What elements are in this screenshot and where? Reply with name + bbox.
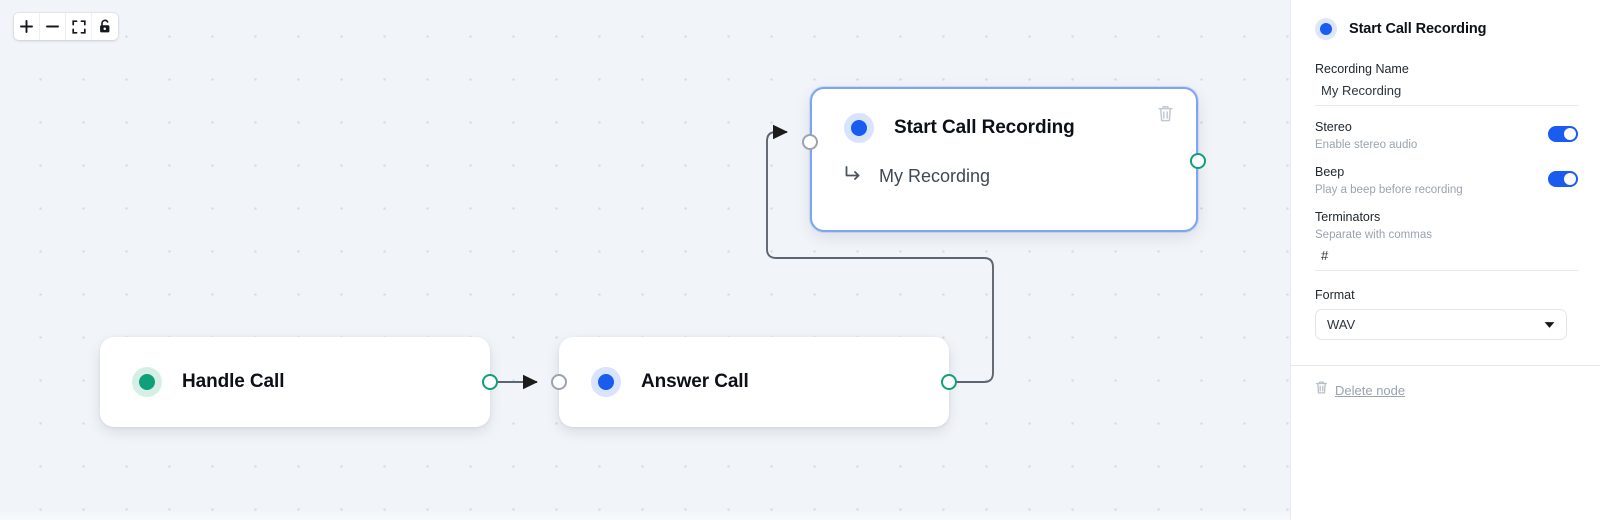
node-settings-panel: Start Call Recording Recording Name Ster… — [1290, 0, 1600, 520]
node-answer-call-target-handle[interactable] — [551, 374, 567, 390]
node-start-call-recording-source-handle[interactable] — [1190, 153, 1206, 169]
format-label: Format — [1315, 288, 1355, 302]
canvas-bottom-fade — [0, 510, 1290, 520]
beep-toggle[interactable] — [1548, 171, 1578, 187]
format-select[interactable]: WAV — [1315, 309, 1567, 340]
node-handle-call-row: Handle Call — [100, 337, 490, 427]
terminators-description: Separate with commas — [1315, 229, 1432, 241]
zoom-out-icon — [45, 19, 60, 34]
panel-status-dot-icon — [1315, 18, 1337, 40]
lock-icon — [98, 19, 112, 34]
zoom-in-button[interactable] — [14, 13, 40, 40]
zoom-in-icon — [19, 19, 34, 34]
fit-view-button[interactable] — [66, 13, 92, 40]
panel-header: Start Call Recording — [1315, 18, 1578, 40]
zoom-out-button[interactable] — [40, 13, 66, 40]
flow-canvas[interactable]: Handle Call Answer Call Start Call Recor… — [0, 0, 1290, 520]
trash-icon — [1315, 380, 1328, 400]
delete-node-button[interactable]: Delete node — [1315, 380, 1405, 400]
delete-node-label: Delete node — [1335, 382, 1406, 398]
node-start-call-recording-target-handle[interactable] — [802, 134, 818, 150]
format-field: Format WAV — [1315, 288, 1578, 340]
stereo-label: Stereo — [1315, 120, 1352, 134]
chevron-down-icon — [1544, 316, 1555, 334]
recording-name-field: Recording Name — [1315, 62, 1578, 106]
panel-title: Start Call Recording — [1349, 21, 1487, 37]
node-start-call-recording-title: Start Call Recording — [894, 117, 1075, 138]
node-status-dot-icon — [132, 367, 162, 397]
panel-divider — [1291, 365, 1600, 366]
beep-setting-row: Beep Play a beep before recording — [1315, 165, 1578, 196]
node-handle-call-title: Handle Call — [182, 371, 285, 392]
recording-name-input[interactable] — [1315, 81, 1578, 106]
node-subtitle-row: My Recording — [812, 165, 1196, 187]
node-start-call-recording-row: Start Call Recording — [812, 89, 1196, 143]
node-status-dot-icon — [844, 113, 874, 143]
recording-name-label: Recording Name — [1315, 62, 1409, 76]
lock-button[interactable] — [92, 13, 118, 40]
format-select-value: WAV — [1327, 317, 1356, 332]
edge-layer — [498, 124, 994, 390]
node-delete-trash-icon[interactable] — [1157, 104, 1174, 128]
stereo-description: Enable stereo audio — [1315, 139, 1418, 151]
fit-view-icon — [71, 19, 86, 34]
node-answer-call-row: Answer Call — [559, 337, 949, 427]
beep-description: Play a beep before recording — [1315, 184, 1463, 196]
subtitle-arrow-icon — [844, 165, 863, 187]
node-status-dot-icon — [591, 367, 621, 397]
node-answer-call-source-handle[interactable] — [941, 374, 957, 390]
stereo-toggle[interactable] — [1548, 126, 1578, 142]
stereo-setting-row: Stereo Enable stereo audio — [1315, 120, 1578, 151]
terminators-input[interactable] — [1315, 246, 1578, 271]
node-answer-call-title: Answer Call — [641, 371, 749, 392]
node-handle-call-source-handle[interactable] — [482, 374, 498, 390]
node-answer-call[interactable]: Answer Call — [551, 337, 957, 427]
terminators-field: Terminators Separate with commas — [1315, 210, 1578, 271]
canvas-toolbar — [14, 13, 118, 40]
terminators-label: Terminators — [1315, 210, 1381, 224]
node-subtitle-text: My Recording — [879, 165, 991, 186]
node-start-call-recording[interactable]: Start Call Recording — [802, 87, 1206, 232]
beep-label: Beep — [1315, 165, 1345, 179]
node-handle-call[interactable]: Handle Call — [100, 337, 498, 427]
